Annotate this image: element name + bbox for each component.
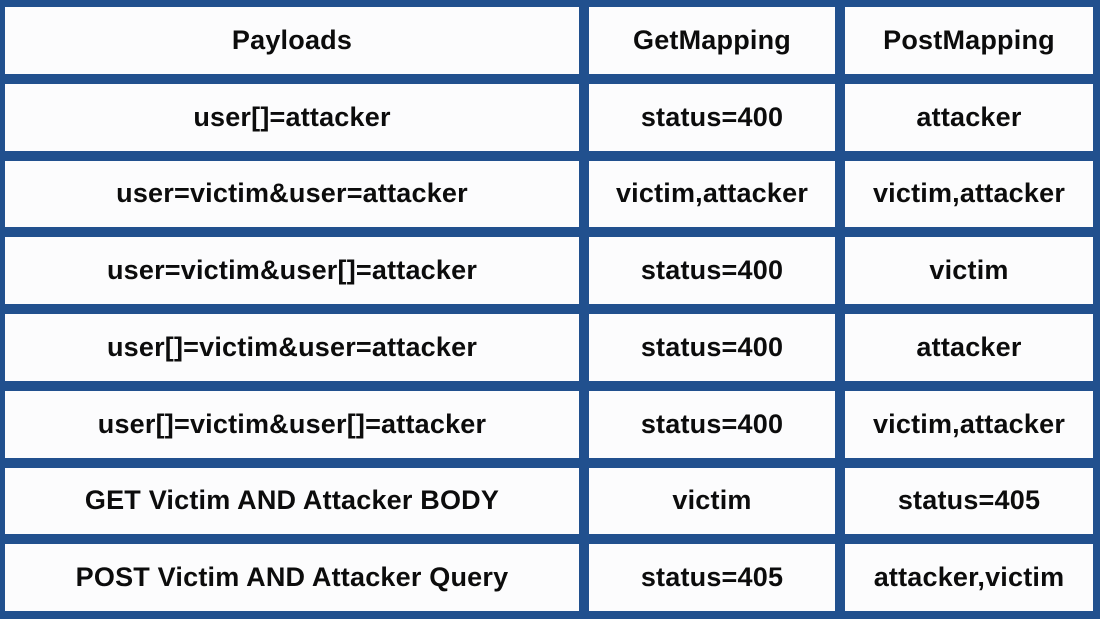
getmapping-cell: status=400 (589, 237, 835, 304)
getmapping-cell: victim,attacker (589, 160, 835, 228)
getmapping-cell: status=405 (589, 544, 835, 611)
getmapping-cell: victim (589, 467, 835, 535)
postmapping-cell: attacker (845, 83, 1093, 151)
postmapping-cell: victim (845, 237, 1093, 304)
payload-cell: user[]=attacker (5, 83, 579, 151)
postmapping-cell: attacker,victim (845, 544, 1093, 611)
payload-cell: GET Victim AND Attacker BODY (5, 467, 579, 535)
payload-cell: user[]=victim&user=attacker (5, 314, 579, 381)
payload-cell: user=victim&user=attacker (5, 160, 579, 228)
getmapping-cell: status=400 (589, 83, 835, 151)
getmapping-cell: status=400 (589, 390, 835, 458)
getmapping-cell: status=400 (589, 314, 835, 381)
postmapping-cell: victim,attacker (845, 390, 1093, 458)
postmapping-cell: victim,attacker (845, 160, 1093, 228)
column-header-payloads: Payloads (5, 7, 579, 74)
payload-cell: user[]=victim&user[]=attacker (5, 390, 579, 458)
column-header-postmapping: PostMapping (845, 7, 1093, 74)
payload-cell: user=victim&user[]=attacker (5, 237, 579, 304)
postmapping-cell: attacker (845, 314, 1093, 381)
column-header-getmapping: GetMapping (589, 7, 835, 74)
payload-cell: POST Victim AND Attacker Query (5, 544, 579, 611)
postmapping-cell: status=405 (845, 467, 1093, 535)
